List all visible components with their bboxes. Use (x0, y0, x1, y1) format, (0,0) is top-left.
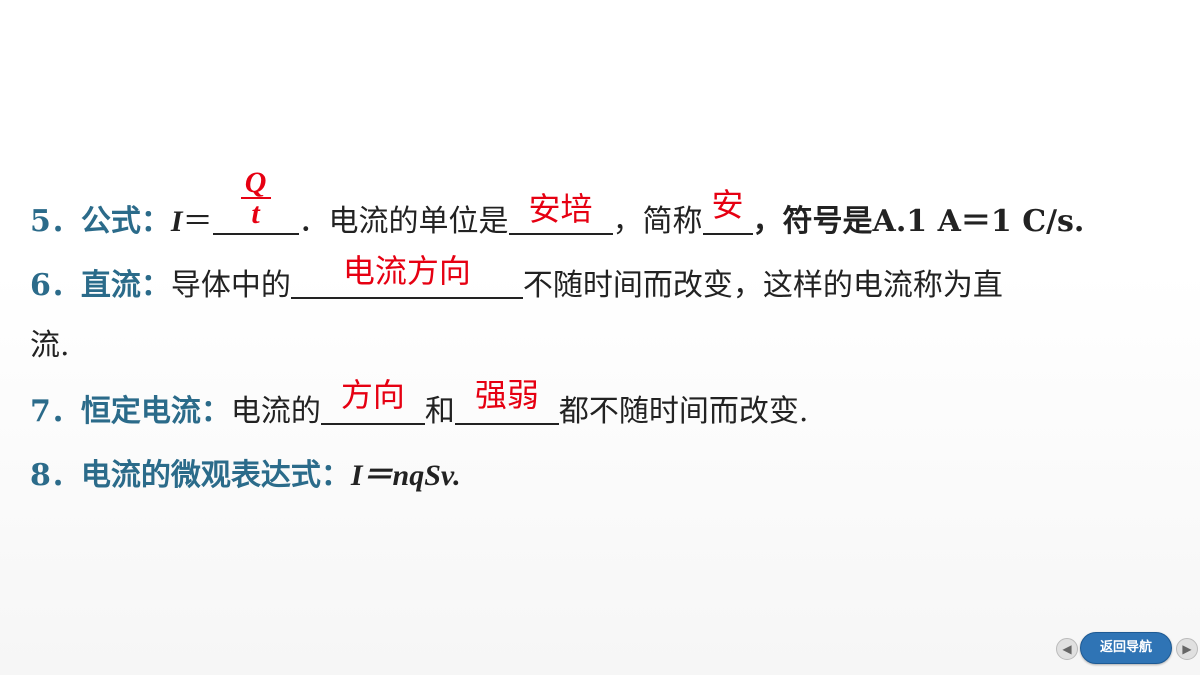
back-to-navigation-button[interactable]: 返回导航 (1080, 632, 1172, 664)
item-text: ，简称 (612, 204, 703, 239)
item-text: ．电流的单位是 (298, 204, 509, 239)
item-number: 7． (30, 394, 81, 429)
item-label: 恒定电流： (80, 394, 231, 429)
item-number: 6． (30, 268, 81, 303)
item-6: 6．直流：导体中的 电流方向 不随时间而改变，这样的电流称为直 (30, 253, 1003, 310)
blank-short: 安 (702, 187, 753, 235)
item-text: 电流的 (230, 394, 321, 429)
left-arrow-icon[interactable]: ◀ (1056, 638, 1078, 660)
formula: I＝nqSv. (350, 459, 461, 492)
formula-variable: I (170, 205, 183, 238)
item-text: 流. (30, 328, 70, 363)
item-6-continued: 流. (30, 322, 70, 370)
blank-fraction: Q t (212, 166, 299, 235)
item-label: 公式： (80, 204, 171, 239)
item-number: 5． (30, 204, 81, 239)
answer-fraction-denominator: t (240, 197, 271, 229)
item-7: 7．恒定电流：电流的方向和强弱都不随时间而改变. (30, 377, 809, 436)
item-text: 和 (424, 394, 455, 429)
item-text: ，符号是A.1 A＝1 C/s. (752, 204, 1085, 239)
blank-direction: 电流方向 (290, 253, 523, 299)
item-number: 8． (30, 458, 81, 493)
blank-unit: 安培 (508, 191, 613, 235)
item-5: 5．公式：I＝ Q t ．电流的单位是安培 ，简称安，符号是A.1 A＝1 C/s… (30, 166, 1085, 246)
answer-fraction-numerator: Q (244, 166, 267, 199)
answer-strength: 强弱 (474, 376, 539, 414)
blank-direction: 方向 (320, 377, 425, 425)
item-text: 导体中的 (170, 268, 291, 303)
answer-direction: 电流方向 (342, 252, 471, 290)
answer-unit: 安培 (528, 190, 593, 228)
item-label: 电流的微观表达式： (80, 458, 351, 493)
item-label: 直流： (80, 268, 171, 303)
item-8: 8．电流的微观表达式：I＝nqSv. (30, 452, 461, 500)
answer-short: 安 (711, 186, 744, 224)
item-text: 不随时间而改变，这样的电流称为直 (522, 268, 1003, 303)
right-arrow-icon[interactable]: ▶ (1176, 638, 1198, 660)
item-text: 都不随时间而改变. (558, 394, 809, 429)
blank-strength: 强弱 (454, 377, 559, 425)
answer-direction: 方向 (340, 376, 405, 414)
equals-sign: ＝ (182, 204, 213, 239)
